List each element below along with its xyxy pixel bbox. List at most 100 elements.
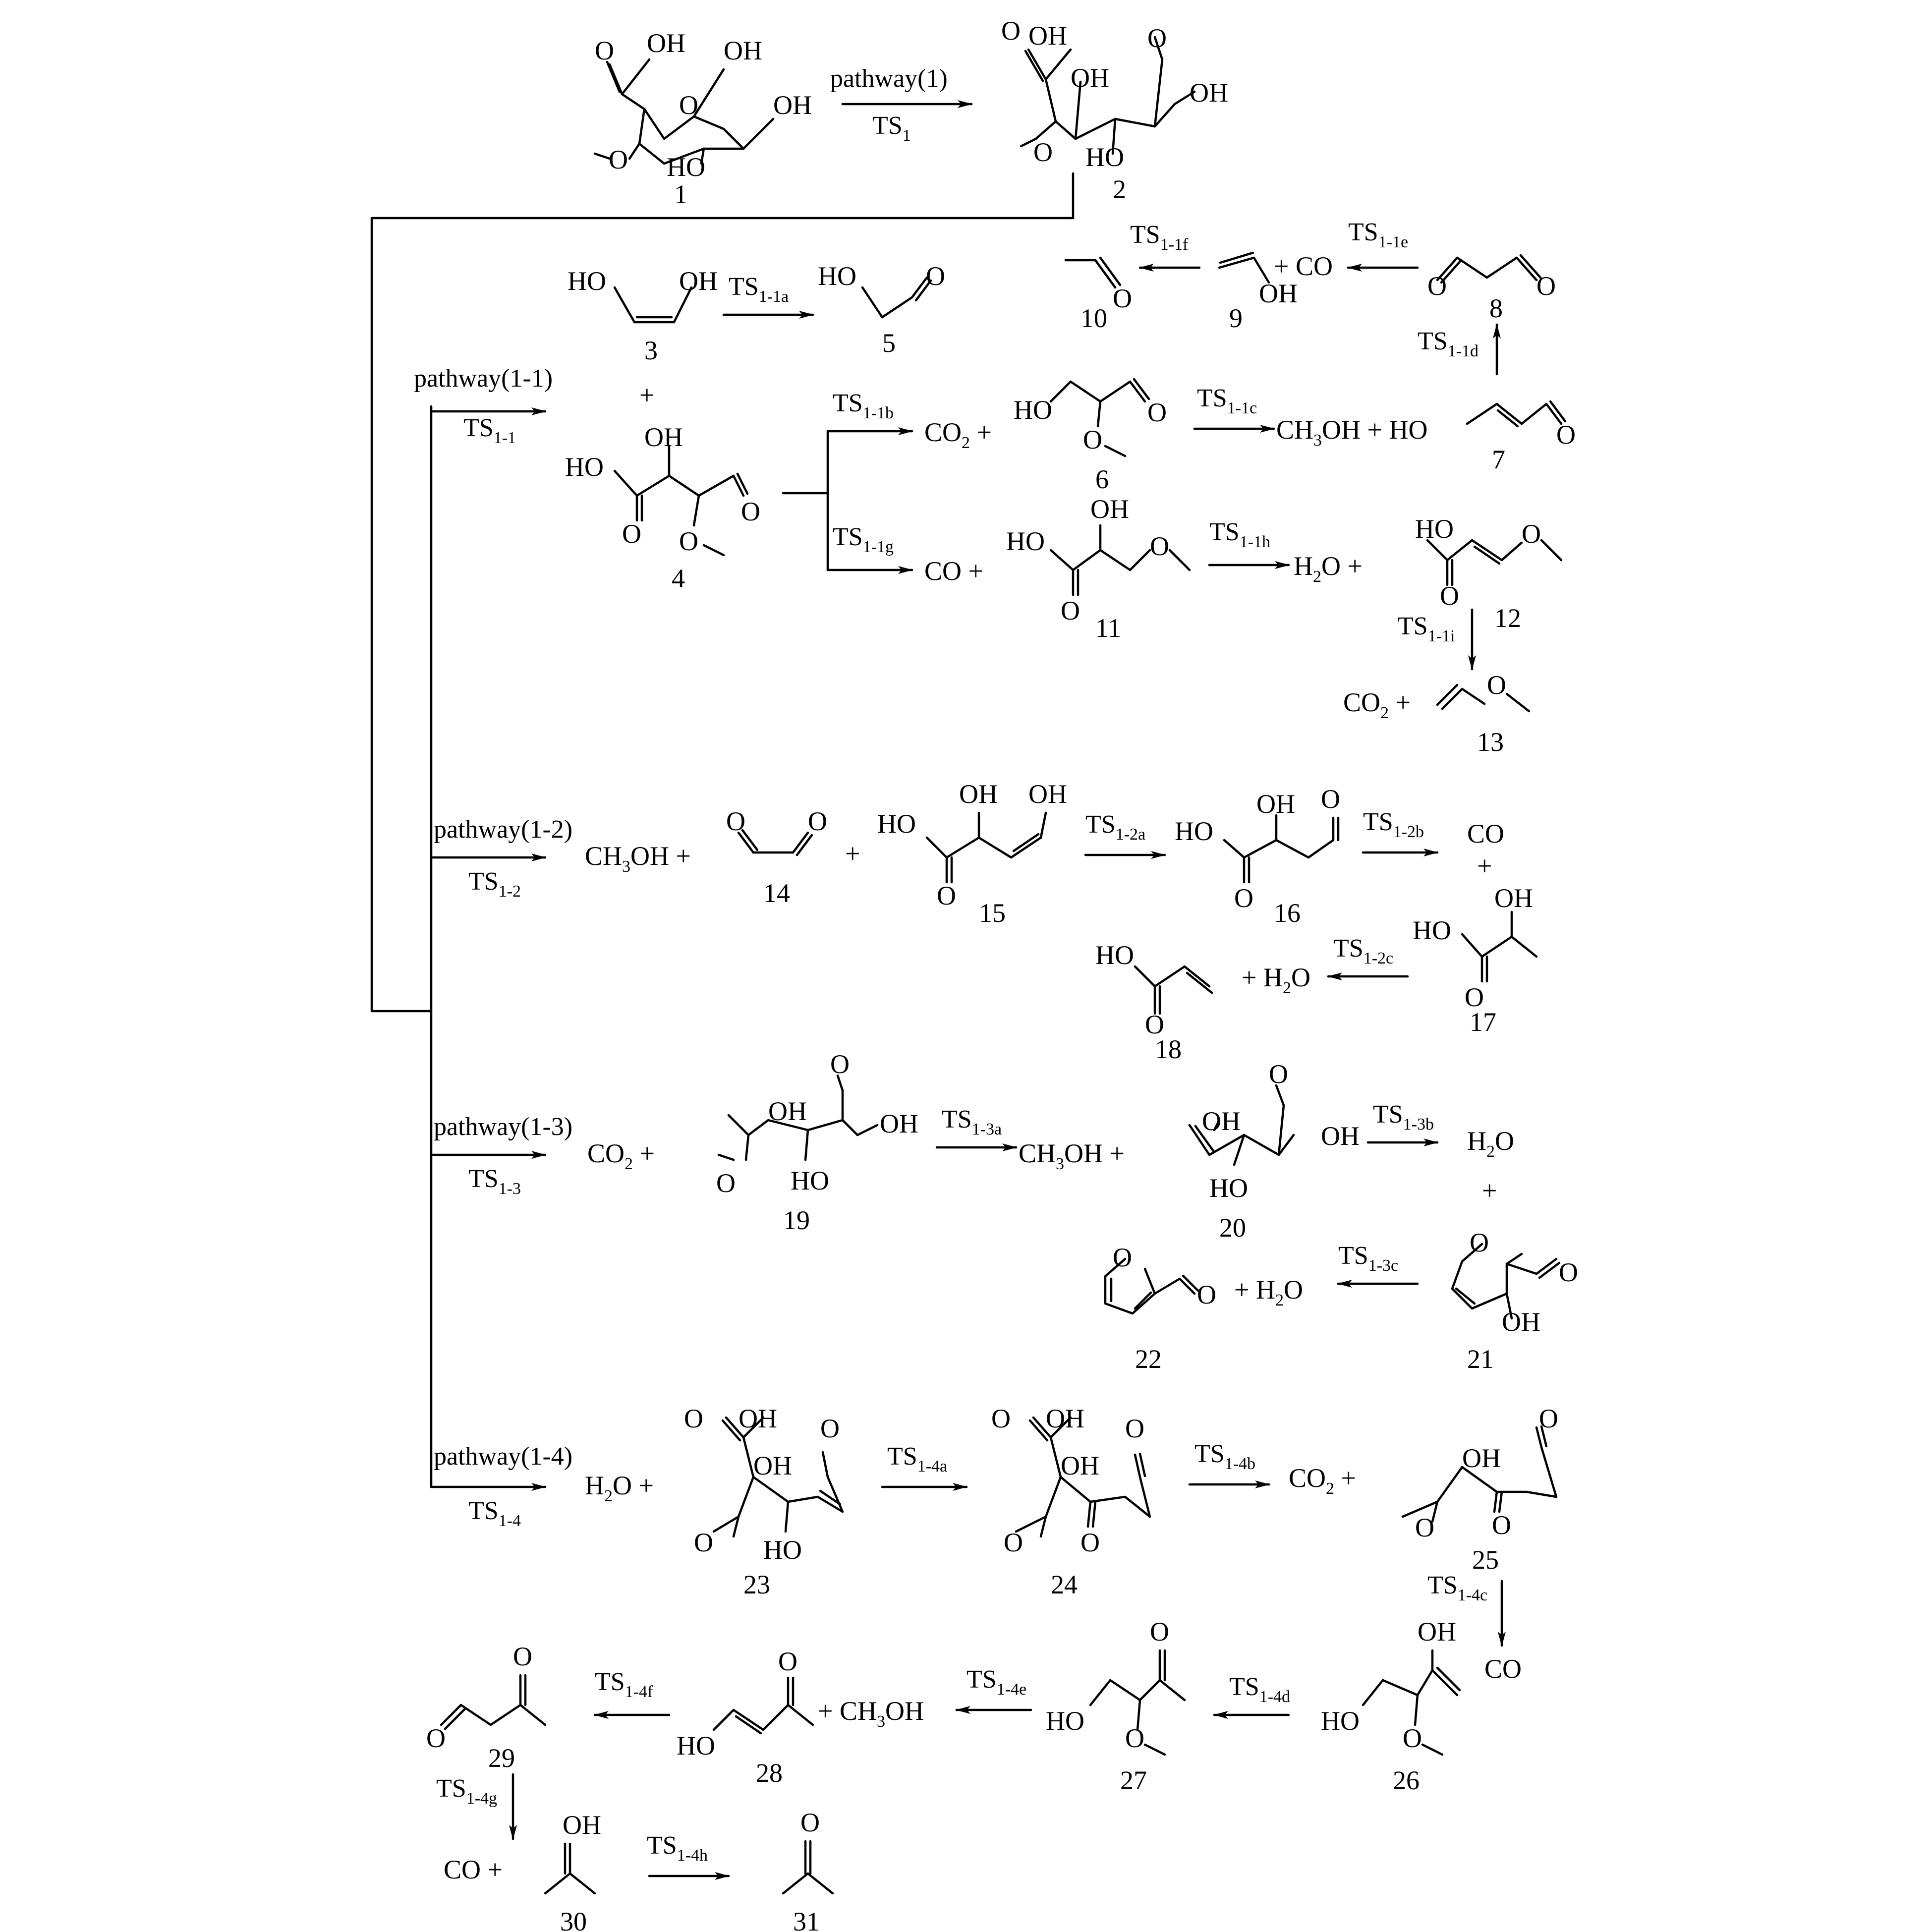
arrow-ts-1-3c: TS1-3c bbox=[1337, 1242, 1419, 1288]
arrow-ts-1-4e: TS1-4e bbox=[955, 1665, 1032, 1714]
arrow-ts-1-4b: TS1-4b bbox=[1188, 1440, 1270, 1488]
pathway-1-3-label: pathway(1-3) TS1-3 bbox=[434, 1113, 572, 1198]
svg-text:H2O: H2O bbox=[1467, 1126, 1514, 1161]
compound-9: OH 9 bbox=[1218, 251, 1298, 333]
svg-text:TS1-4b: TS1-4b bbox=[1194, 1440, 1255, 1473]
compound-18: HO O 18 bbox=[1095, 940, 1213, 1064]
atom-O: O bbox=[1147, 23, 1167, 53]
svg-text:29: 29 bbox=[488, 1743, 515, 1773]
svg-text:+ H2O: + H2O bbox=[1242, 963, 1310, 997]
svg-text:13: 13 bbox=[1477, 727, 1504, 757]
ts-label: TS1 bbox=[872, 112, 911, 145]
svg-text:pathway(1-1): pathway(1-1) bbox=[414, 364, 553, 393]
svg-text:OH: OH bbox=[880, 1109, 918, 1138]
svg-text:TS1-1f: TS1-1f bbox=[1130, 221, 1189, 254]
arrow-ts-1-1i: TS1-1i bbox=[1398, 608, 1476, 671]
svg-text:O: O bbox=[1559, 1257, 1578, 1287]
atom-O: O bbox=[595, 36, 614, 65]
svg-text:10: 10 bbox=[1080, 303, 1107, 333]
arrow-pathway-1: pathway(1) TS1 bbox=[830, 64, 973, 145]
svg-text:O: O bbox=[1004, 1528, 1023, 1557]
arrow-ts-1-4a: TS1-4a bbox=[881, 1442, 968, 1491]
svg-text:OH: OH bbox=[1321, 1121, 1360, 1151]
svg-text:OH: OH bbox=[1462, 1443, 1501, 1473]
svg-text:25: 25 bbox=[1472, 1545, 1499, 1575]
svg-text:O: O bbox=[1125, 1723, 1144, 1753]
svg-text:OH: OH bbox=[1061, 1451, 1099, 1480]
svg-text:15: 15 bbox=[979, 898, 1006, 928]
arrow-ts-1-1d: TS1-1d bbox=[1418, 323, 1501, 376]
co2-plus-25: CO2 + bbox=[1289, 1463, 1356, 1498]
svg-text:OH: OH bbox=[644, 422, 683, 452]
svg-text:HO: HO bbox=[818, 261, 856, 291]
svg-text:OH: OH bbox=[1418, 1617, 1456, 1647]
svg-text:pathway(1-4): pathway(1-4) bbox=[434, 1442, 572, 1471]
compound-21: O O OH 21 bbox=[1451, 1228, 1578, 1374]
svg-text:HO: HO bbox=[1014, 395, 1052, 425]
svg-text:19: 19 bbox=[783, 1205, 810, 1235]
svg-text:O: O bbox=[1125, 1414, 1144, 1443]
svg-text:CO: CO bbox=[1484, 1654, 1522, 1684]
svg-text:22: 22 bbox=[1135, 1344, 1162, 1374]
compound-2: O OH OH O OH HO O 2 bbox=[1001, 16, 1228, 204]
svg-text:HO: HO bbox=[1413, 915, 1451, 945]
svg-text:4: 4 bbox=[672, 564, 685, 593]
svg-text:26: 26 bbox=[1393, 1765, 1420, 1795]
svg-text:O: O bbox=[820, 1414, 840, 1443]
svg-text:O: O bbox=[1234, 883, 1253, 913]
compound-31: O 31 bbox=[782, 1808, 834, 1932]
svg-text:TS1-2b: TS1-2b bbox=[1363, 808, 1424, 841]
svg-text:+: + bbox=[845, 839, 860, 868]
water-product-row-12: H2O + bbox=[1294, 551, 1363, 586]
water-plus-21: H2O + bbox=[1467, 1126, 1514, 1205]
svg-text:CH3OH + HO: CH3OH + HO bbox=[1276, 415, 1427, 450]
co2-product-row-6: CO2 + bbox=[924, 417, 992, 452]
svg-text:O: O bbox=[726, 806, 745, 836]
svg-text:OH: OH bbox=[563, 1810, 601, 1840]
svg-text:3: 3 bbox=[644, 336, 658, 365]
svg-text:HO: HO bbox=[1415, 514, 1454, 544]
svg-text:CH3OH +: CH3OH + bbox=[585, 841, 691, 876]
svg-text:O: O bbox=[1536, 271, 1556, 301]
methanol-product: CH3OH + HO bbox=[1276, 415, 1427, 450]
svg-text:O: O bbox=[684, 1404, 703, 1433]
svg-text:CO2 +: CO2 + bbox=[1289, 1463, 1356, 1498]
svg-text:O: O bbox=[1539, 1404, 1558, 1433]
svg-text:O: O bbox=[426, 1723, 446, 1753]
svg-text:O: O bbox=[800, 1808, 820, 1837]
svg-text:5: 5 bbox=[882, 328, 896, 358]
compound-6: HO O O 6 bbox=[1014, 378, 1167, 494]
svg-text:HO: HO bbox=[1209, 1173, 1248, 1203]
svg-text:O: O bbox=[778, 1647, 797, 1676]
atom-O: O bbox=[609, 145, 628, 174]
svg-text:TS1-4: TS1-4 bbox=[468, 1497, 521, 1530]
svg-text:HO: HO bbox=[1006, 526, 1045, 556]
svg-text:O: O bbox=[1415, 1513, 1434, 1542]
svg-text:O: O bbox=[1465, 982, 1484, 1012]
arrow-ts-1-3a: TS1-3a bbox=[935, 1105, 1018, 1151]
arrow-ts-1-2b: TS1-2b bbox=[1362, 808, 1439, 856]
svg-text:+: + bbox=[1482, 1176, 1497, 1205]
pathway-1-2-label: pathway(1-2) TS1-2 bbox=[434, 815, 572, 901]
svg-text:CO: CO bbox=[1467, 819, 1504, 849]
atom-HO: HO bbox=[667, 152, 705, 182]
svg-text:18: 18 bbox=[1155, 1034, 1182, 1064]
svg-text:OH: OH bbox=[768, 1096, 807, 1126]
compound-25: OH O O O 25 bbox=[1401, 1404, 1558, 1575]
pathway-label: pathway(1) bbox=[830, 64, 948, 93]
atom-OH: OH bbox=[724, 36, 762, 65]
compound-26: HO OH O 26 bbox=[1321, 1617, 1461, 1795]
svg-text:+: + bbox=[1477, 851, 1492, 881]
svg-text:O: O bbox=[1492, 1510, 1511, 1540]
svg-text:TS1-2a: TS1-2a bbox=[1085, 810, 1145, 844]
svg-text:TS1-3b: TS1-3b bbox=[1373, 1100, 1434, 1134]
compound-1: O OH O OH OH HO O 1 bbox=[593, 28, 812, 209]
svg-text:TS1-4e: TS1-4e bbox=[966, 1665, 1026, 1699]
svg-text:CO2 +: CO2 + bbox=[924, 417, 992, 452]
co-plus-30: CO + bbox=[444, 1855, 503, 1884]
svg-text:20: 20 bbox=[1219, 1213, 1246, 1243]
svg-text:TS1-1i: TS1-1i bbox=[1398, 612, 1455, 645]
svg-text:OH: OH bbox=[1256, 789, 1295, 819]
svg-text:TS1-4h: TS1-4h bbox=[647, 1831, 708, 1865]
